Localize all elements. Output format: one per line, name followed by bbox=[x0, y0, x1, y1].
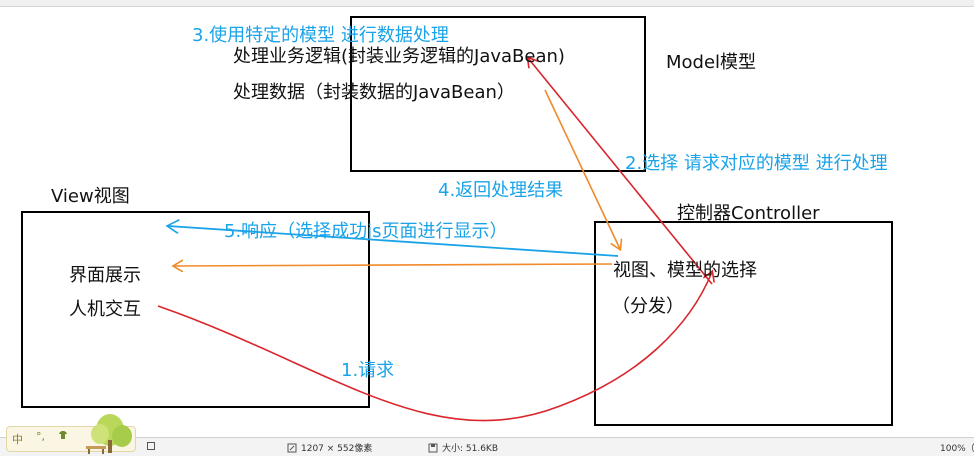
shirt-icon[interactable] bbox=[58, 430, 68, 443]
view-line-display: 界面展示 bbox=[69, 265, 141, 286]
step1-label: 1.请求 bbox=[341, 360, 395, 381]
status-bar: 1207 × 552像素 大小: 51.6KB 100%（ bbox=[0, 437, 974, 456]
model-line-data: 处理数据（封装数据的JavaBean） bbox=[233, 82, 515, 103]
ime-toolbar[interactable]: 中 °, bbox=[0, 412, 140, 455]
window-top-edge bbox=[0, 0, 974, 7]
file-size: 大小: 51.6KB bbox=[428, 441, 498, 454]
fit-icon bbox=[146, 441, 156, 451]
image-dimensions: 1207 × 552像素 bbox=[287, 441, 372, 454]
fit-button[interactable] bbox=[146, 441, 160, 451]
ime-language-toggle[interactable]: 中 bbox=[12, 433, 23, 446]
arrow-return-result bbox=[544, 89, 620, 249]
tree-decoration-icon bbox=[86, 414, 132, 454]
ime-punctuation-toggle[interactable]: °, bbox=[36, 430, 45, 443]
view-title: View视图 bbox=[51, 186, 130, 207]
model-box bbox=[350, 16, 646, 172]
zoom-level-text: 100%（ bbox=[940, 444, 974, 454]
arrow-select-model bbox=[528, 58, 713, 285]
arrow-response bbox=[168, 226, 619, 257]
model-title: Model模型 bbox=[666, 52, 757, 73]
step5-label: 5.响应（选择成功js页面进行显示） bbox=[224, 221, 508, 242]
view-line-interaction: 人机交互 bbox=[69, 299, 141, 320]
controller-box bbox=[594, 221, 893, 426]
diagram-canvas: 3.使用特定的模型 进行数据处理 处理业务逻辑(封装业务逻辑的JavaBean)… bbox=[0, 6, 974, 437]
file-size-text: 大小: 51.6KB bbox=[442, 444, 499, 454]
controller-title: 控制器Controller bbox=[677, 203, 820, 224]
controller-line-selection: 视图、模型的选择 bbox=[613, 260, 757, 281]
zoom-level[interactable]: 100%（ bbox=[940, 441, 974, 454]
controller-line-dispatch: （分发） bbox=[612, 296, 684, 317]
step3-label: 3.使用特定的模型 进行数据处理 bbox=[192, 25, 449, 46]
arrows-layer bbox=[157, 6, 974, 422]
model-line-business: 处理业务逻辑(封装业务逻辑的JavaBean) bbox=[233, 46, 565, 67]
arrow-controller-to-view bbox=[174, 264, 613, 266]
image-size-icon bbox=[287, 443, 297, 453]
disk-icon bbox=[428, 443, 438, 453]
view-box bbox=[21, 211, 370, 408]
step4-label: 4.返回处理结果 bbox=[438, 180, 564, 201]
arrow-request bbox=[157, 272, 712, 422]
image-dimensions-text: 1207 × 552像素 bbox=[301, 444, 373, 454]
step2-label: 2.选择 请求对应的模型 进行处理 bbox=[625, 153, 888, 174]
